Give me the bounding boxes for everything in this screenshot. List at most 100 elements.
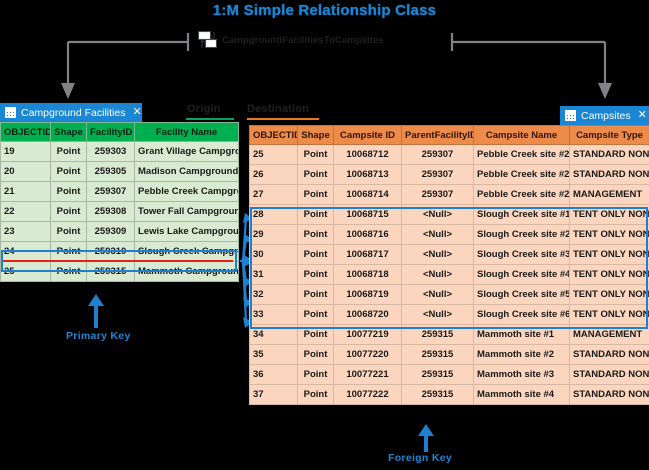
- cell-facility-name[interactable]: Grant Village Campground: [134, 141, 239, 162]
- cell-campsite-type[interactable]: STANDARD NONELECTRIC: [569, 164, 649, 185]
- cell-objectid[interactable]: 26: [249, 164, 298, 185]
- cell-objectid[interactable]: 30: [249, 244, 298, 265]
- cell-shape[interactable]: Point: [50, 141, 87, 162]
- tab-campground-facilities[interactable]: Campground Facilities ✕: [0, 103, 142, 122]
- cell-objectid[interactable]: 20: [0, 161, 51, 182]
- cell-parent-facility-id[interactable]: 259315: [401, 324, 474, 345]
- cell-objectid[interactable]: 29: [249, 224, 298, 245]
- cell-campsite-type[interactable]: TENT ONLY NONELECTRIC: [569, 304, 649, 325]
- cell-facility-name[interactable]: Pebble Creek Campground: [134, 181, 239, 202]
- cell-campsite-type[interactable]: STANDARD NONELECTRIC: [569, 364, 649, 385]
- cell-campsite-id[interactable]: 10068719: [333, 284, 402, 305]
- cell-objectid[interactable]: 35: [249, 344, 298, 365]
- cell-shape[interactable]: Point: [297, 344, 334, 365]
- cell-campsite-id[interactable]: 10077222: [333, 384, 402, 405]
- cell-objectid[interactable]: 21: [0, 181, 51, 202]
- cell-campsite-name[interactable]: Slough Creek site #6: [473, 304, 570, 325]
- column-header-facilityname[interactable]: Facility Name: [134, 122, 239, 142]
- cell-campsite-type[interactable]: TENT ONLY NONELECTRIC: [569, 284, 649, 305]
- cell-shape[interactable]: Point: [297, 304, 334, 325]
- relationship-class-node[interactable]: CampgroundFacilitiesToCampsites: [198, 31, 384, 49]
- cell-campsite-type[interactable]: MANAGEMENT: [569, 184, 649, 205]
- cell-campsite-type[interactable]: STANDARD NONELECTRIC: [569, 344, 649, 365]
- close-icon[interactable]: ✕: [637, 109, 647, 121]
- cell-shape[interactable]: Point: [50, 241, 87, 262]
- cell-campsite-type[interactable]: MANAGEMENT: [569, 324, 649, 345]
- cell-campsite-type[interactable]: STANDARD NONELECTRIC: [569, 144, 649, 165]
- cell-campsite-name[interactable]: Slough Creek site #4: [473, 264, 570, 285]
- cell-campsite-name[interactable]: Slough Creek site #1: [473, 204, 570, 225]
- cell-objectid[interactable]: 27: [249, 184, 298, 205]
- cell-facilityid[interactable]: 259310: [86, 241, 135, 262]
- cell-campsite-type[interactable]: STANDARD NONELECTRIC: [569, 384, 649, 405]
- cell-shape[interactable]: Point: [297, 204, 334, 225]
- close-icon[interactable]: ✕: [132, 106, 142, 118]
- column-header-parentfacilityid[interactable]: ParentFacilityID: [401, 125, 474, 145]
- cell-parent-facility-id-null[interactable]: <Null>: [401, 304, 474, 325]
- cell-parent-facility-id[interactable]: 259307: [401, 184, 474, 205]
- cell-shape[interactable]: Point: [297, 264, 334, 285]
- cell-campsite-id[interactable]: 10068716: [333, 224, 402, 245]
- cell-parent-facility-id-null[interactable]: <Null>: [401, 224, 474, 245]
- cell-shape[interactable]: Point: [297, 364, 334, 385]
- cell-campsite-id[interactable]: 10068714: [333, 184, 402, 205]
- cell-parent-facility-id[interactable]: 259315: [401, 384, 474, 405]
- cell-objectid[interactable]: 34: [249, 324, 298, 345]
- cell-campsite-name[interactable]: Slough Creek site #3: [473, 244, 570, 265]
- cell-facility-name[interactable]: Madison Campground: [134, 161, 239, 182]
- cell-parent-facility-id[interactable]: 259307: [401, 144, 474, 165]
- cell-objectid[interactable]: 32: [249, 284, 298, 305]
- cell-campsite-type[interactable]: TENT ONLY NONELECTRIC: [569, 204, 649, 225]
- column-header-shape[interactable]: Shape: [50, 122, 87, 142]
- cell-facility-name[interactable]: Slough Creek Campground: [134, 241, 239, 262]
- cell-campsite-name[interactable]: Slough Creek site #2: [473, 224, 570, 245]
- cell-campsite-name[interactable]: Slough Creek site #5: [473, 284, 570, 305]
- cell-facilityid[interactable]: 259308: [86, 201, 135, 222]
- cell-campsite-name[interactable]: Mammoth site #1: [473, 324, 570, 345]
- cell-objectid[interactable]: 28: [249, 204, 298, 225]
- cell-facilityid[interactable]: 259315: [86, 261, 135, 282]
- cell-parent-facility-id[interactable]: 259307: [401, 164, 474, 185]
- cell-objectid[interactable]: 37: [249, 384, 298, 405]
- cell-objectid[interactable]: 22: [0, 201, 51, 222]
- cell-facilityid[interactable]: 259305: [86, 161, 135, 182]
- cell-campsite-type[interactable]: TENT ONLY NONELECTRIC: [569, 264, 649, 285]
- column-header-campsiteid[interactable]: Campsite ID: [333, 125, 402, 145]
- cell-campsite-name[interactable]: Mammoth site #3: [473, 364, 570, 385]
- cell-objectid[interactable]: 36: [249, 364, 298, 385]
- cell-parent-facility-id-null[interactable]: <Null>: [401, 244, 474, 265]
- cell-shape[interactable]: Point: [297, 284, 334, 305]
- cell-campsite-id[interactable]: 10077219: [333, 324, 402, 345]
- column-header-campsitetype[interactable]: Campsite Type: [569, 125, 649, 145]
- cell-campsite-id[interactable]: 10077221: [333, 364, 402, 385]
- cell-campsite-type[interactable]: TENT ONLY NONELECTRIC: [569, 224, 649, 245]
- tab-campsites[interactable]: Campsites ✕: [560, 106, 649, 125]
- origin-table[interactable]: OBJECTID Shape FacilityID Facility Name …: [0, 122, 239, 282]
- cell-shape[interactable]: Point: [50, 161, 87, 182]
- cell-facilityid[interactable]: 259307: [86, 181, 135, 202]
- cell-campsite-id[interactable]: 10068718: [333, 264, 402, 285]
- column-header-objectid[interactable]: OBJECTID: [249, 125, 298, 145]
- cell-campsite-name[interactable]: Mammoth site #4: [473, 384, 570, 405]
- cell-objectid[interactable]: 19: [0, 141, 51, 162]
- cell-shape[interactable]: Point: [297, 224, 334, 245]
- column-header-campsitename[interactable]: Campsite Name: [473, 125, 570, 145]
- column-header-shape[interactable]: Shape: [297, 125, 334, 145]
- cell-campsite-id[interactable]: 10068712: [333, 144, 402, 165]
- cell-parent-facility-id[interactable]: 259315: [401, 364, 474, 385]
- cell-shape[interactable]: Point: [297, 324, 334, 345]
- cell-campsite-id[interactable]: 10068717: [333, 244, 402, 265]
